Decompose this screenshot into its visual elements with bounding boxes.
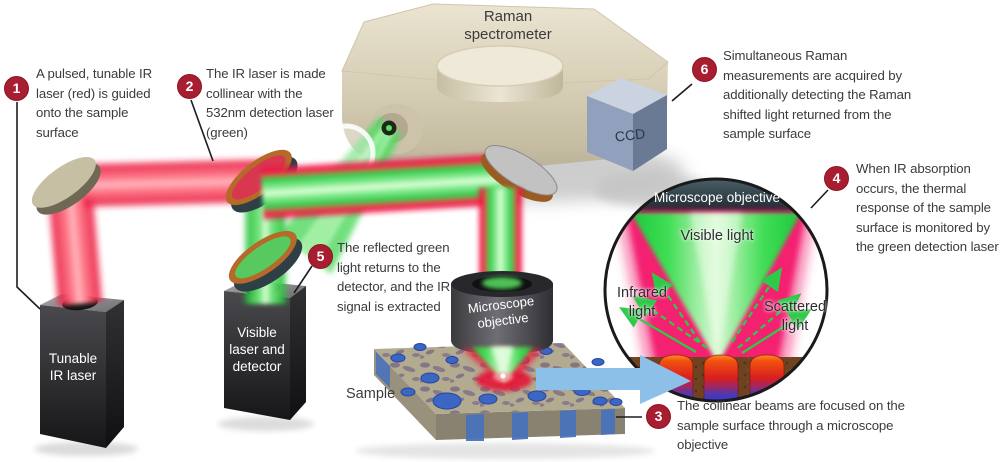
ir-beam-vertical xyxy=(44,185,106,307)
inset-objective-label: Microscope objective xyxy=(653,190,781,205)
inset-border xyxy=(603,177,829,403)
annotation-text-2: The IR laser is made collinear with the … xyxy=(206,66,334,140)
ccd-right xyxy=(633,95,667,171)
annotation-badge-5: 5 xyxy=(308,244,333,269)
ir-box-side xyxy=(106,300,124,448)
spectrometer-label: Raman spectrometer xyxy=(464,8,552,43)
ccd-front xyxy=(587,96,633,171)
annotation-text-3: The collinear beams are focused on the s… xyxy=(677,398,905,452)
ccd-detector xyxy=(587,78,667,171)
annotation-text-6: Simultaneous Raman measurements are acqu… xyxy=(723,48,912,141)
annotation-text-4: When IR absorption occurs, the thermal r… xyxy=(856,161,999,254)
annotation-text-1: A pulsed, tunable IR laser (red) is guid… xyxy=(36,66,153,140)
annotation-badge-1: 1 xyxy=(4,76,29,101)
infrared-light-label: Infrared light xyxy=(617,285,667,320)
turning-mirror xyxy=(480,145,558,202)
ir-laser-label: Tunable IR laser xyxy=(48,351,98,383)
annotation-text-5: The reflected green light returns to the… xyxy=(337,240,451,314)
spectrometer-front xyxy=(342,62,668,172)
badge-6-number: 6 xyxy=(700,61,709,77)
objective-body xyxy=(451,284,553,354)
spectrometer-top xyxy=(341,3,669,87)
annotation-badge-4: 4 xyxy=(824,166,849,191)
visible-laser-label: Visible laser and detector xyxy=(229,325,285,374)
focus-cone xyxy=(462,347,542,391)
visible-light-label: Visible light xyxy=(680,228,754,244)
ir-beam-horizontal xyxy=(83,155,271,211)
collinear-beam-vertical xyxy=(477,188,524,283)
fold-mirror xyxy=(228,230,303,292)
zoom-arrow xyxy=(536,355,691,404)
badge-1-number: 1 xyxy=(12,80,21,96)
badge-4-number: 4 xyxy=(832,170,841,186)
ccd-top xyxy=(587,78,667,114)
badge-3-number: 3 xyxy=(654,408,663,424)
annotation-badge-3: 3 xyxy=(646,404,671,429)
sample-slab xyxy=(374,340,625,441)
spectrometer-turret-top xyxy=(436,45,564,87)
steering-mirror xyxy=(31,156,101,215)
inset-scatter-arrows xyxy=(619,267,812,354)
vis-box-side xyxy=(290,286,306,420)
microscope-objective xyxy=(451,271,553,354)
sample-label: Sample xyxy=(346,386,396,402)
annotation-badge-2: 2 xyxy=(177,74,202,99)
sample-droplets xyxy=(390,340,623,410)
leader-lines xyxy=(16,83,829,418)
badge-2-number: 2 xyxy=(185,78,194,94)
collinear-beam-horizontal xyxy=(260,150,520,222)
scattered-light-label: Scattered light xyxy=(763,299,827,334)
badge-5-number: 5 xyxy=(316,248,325,264)
vis-box-front xyxy=(224,291,290,420)
entrance-glow xyxy=(386,125,392,131)
ir-box-front xyxy=(40,305,106,448)
annotation-badge-6: 6 xyxy=(692,57,717,82)
